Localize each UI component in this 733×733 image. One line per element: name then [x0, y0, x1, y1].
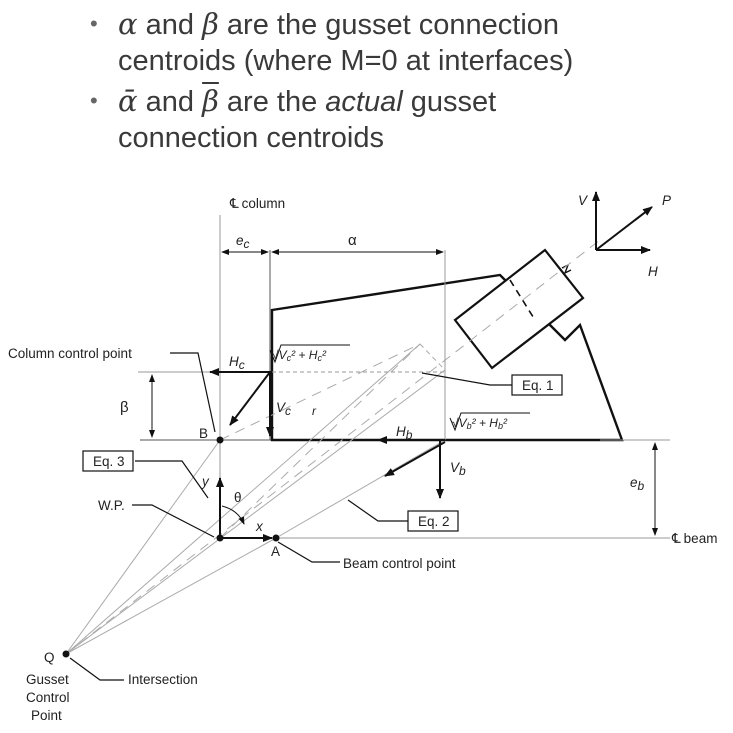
bullet-dot: • — [90, 88, 98, 113]
intersection-label: Intersection — [128, 672, 198, 687]
v-label: V — [578, 193, 589, 208]
theta-label: θ — [234, 490, 242, 505]
brace-break — [561, 263, 572, 275]
alpha-symbol: α — [118, 7, 138, 41]
beta-bar-symbol: β — [202, 84, 219, 118]
control-label: Control — [26, 690, 70, 705]
rc-arrow — [229, 371, 271, 426]
point-q-label: Q — [44, 650, 55, 665]
alpha-bar-symbol: ᾱ — [118, 84, 138, 118]
gusset-plate — [270, 273, 624, 442]
wp-axes — [216, 477, 273, 542]
bullet-text: centroids (where M=0 at interfaces) — [118, 45, 574, 77]
beam-cl-label: ℄beam — [671, 531, 717, 546]
h-label: H — [648, 264, 658, 279]
beam-control-point-label: Beam control point — [343, 556, 456, 571]
sqrt-b-radical — [449, 412, 530, 432]
brace-member — [453, 248, 585, 370]
column-ctrl-leader — [170, 352, 216, 433]
eb-label: eb — [630, 475, 645, 493]
eq2-leader — [347, 499, 408, 522]
point-a — [272, 534, 280, 542]
gusset-label: Gusset — [26, 672, 69, 687]
point-label: Point — [31, 708, 62, 723]
brace-dashed — [509, 279, 536, 321]
eq2-box — [407, 510, 459, 532]
column-control-point-label: Column control point — [8, 346, 132, 361]
bullet-text: are the gusset connection — [218, 9, 560, 41]
leader-lines — [69, 352, 512, 681]
force-arrows — [209, 191, 653, 499]
construction-lines — [65, 239, 601, 655]
hb-label: Hb — [396, 424, 413, 442]
point-b — [216, 436, 224, 444]
sqrt-b-label: √Vb² + Hb² — [452, 416, 508, 431]
bullet-text: gusset — [402, 86, 497, 118]
bullet-text: and — [137, 86, 203, 118]
beam-ctrl-leader — [277, 541, 340, 563]
bullet-text: are the — [218, 86, 326, 118]
r-label: r — [312, 404, 317, 418]
eq3-label: Eq. 3 — [93, 454, 125, 469]
intersection-leader — [69, 657, 124, 681]
eq3-box — [82, 450, 134, 472]
brace-rect — [453, 248, 585, 370]
dimension-lines — [138, 249, 670, 536]
eq3-leader — [135, 460, 209, 499]
wp-label: W.P. — [98, 498, 125, 513]
eq1-label: Eq. 1 — [522, 378, 554, 393]
y-axis-label: y — [201, 474, 210, 489]
wp-leader — [132, 504, 215, 538]
rb-arrow — [384, 441, 446, 477]
theta-arc — [221, 505, 245, 525]
sqrt-c-radical — [269, 344, 350, 364]
p-label: P — [662, 193, 671, 208]
vb-label: Vb — [450, 460, 466, 478]
bullet-text: connection centroids — [118, 122, 384, 154]
eq2-label: Eq. 2 — [418, 514, 450, 529]
bullet-item-1: • α and β are the gusset connection cent… — [88, 6, 728, 79]
point-a-label: A — [271, 544, 280, 559]
point-b-label: B — [199, 426, 208, 441]
column-cl-label: ℄column — [229, 196, 285, 211]
eq1-box — [511, 374, 563, 396]
work-point — [216, 534, 224, 542]
sqrt-boxes — [269, 344, 530, 432]
x-axis-label: x — [255, 519, 264, 534]
point-q — [62, 650, 70, 658]
bullet-list: • α and β are the gusset connection cent… — [88, 6, 728, 160]
beta-symbol: β — [202, 7, 219, 41]
alpha-label: α — [348, 232, 357, 249]
emphasis-text: actual — [325, 86, 403, 118]
ec-label: ec — [236, 233, 250, 251]
eq1-leader — [421, 372, 512, 386]
bullet-dot: • — [90, 11, 98, 36]
sqrt-c-label: √Vc² + Hc² — [272, 348, 327, 363]
bullet-item-2: • ᾱ and β are the actual gusset connecti… — [88, 83, 728, 156]
bullet-text: and — [137, 9, 203, 41]
vc-label: Vc — [276, 400, 291, 418]
beta-label: β — [120, 399, 129, 416]
p-axis-arrow — [595, 206, 653, 251]
eq-boxes — [82, 374, 563, 532]
hc-label: Hc — [229, 354, 245, 372]
